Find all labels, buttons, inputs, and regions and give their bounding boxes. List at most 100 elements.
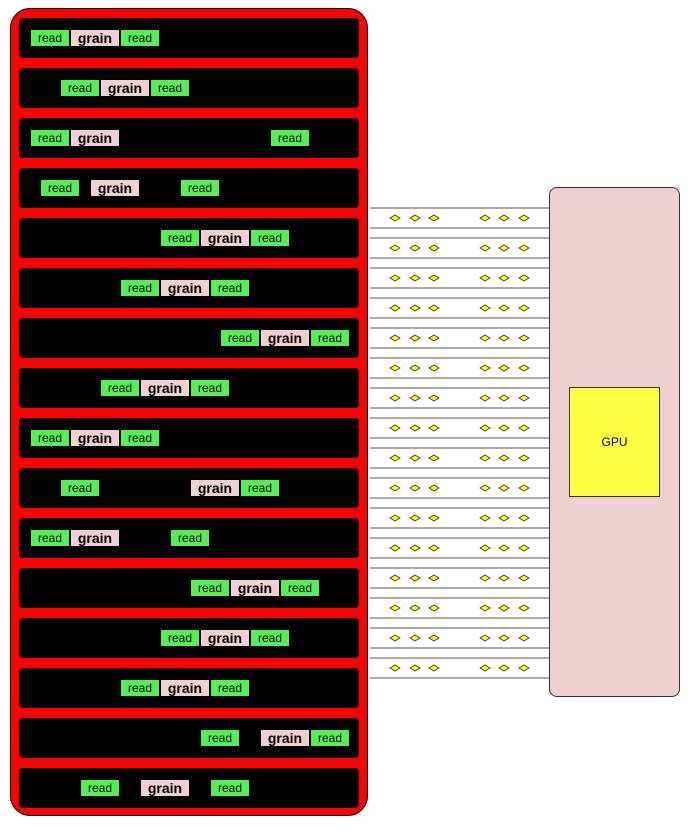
packet-diamond xyxy=(479,574,491,582)
packet-diamond xyxy=(479,334,491,342)
packet-diamond xyxy=(479,664,491,672)
packet-diamond xyxy=(428,244,440,252)
grain-block: grain xyxy=(70,529,120,547)
read-block: read xyxy=(190,379,230,397)
read-block: read xyxy=(240,479,280,497)
packet-diamond xyxy=(518,484,530,492)
packet-diamond xyxy=(518,514,530,522)
packet-diamond xyxy=(479,544,491,552)
grain-block: grain xyxy=(200,229,250,247)
packet-diamond xyxy=(498,544,510,552)
packet-diamond xyxy=(479,634,491,642)
packet-diamond xyxy=(479,484,491,492)
packet-diamond xyxy=(389,454,401,462)
packet-diamond xyxy=(479,394,491,402)
packet-diamond xyxy=(518,274,530,282)
packet-diamond xyxy=(428,514,440,522)
packet-diamond xyxy=(409,364,421,372)
packet-diamond xyxy=(389,634,401,642)
packet-diamond xyxy=(518,394,530,402)
read-block: read xyxy=(170,529,210,547)
read-block: read xyxy=(30,29,70,47)
grain-block: grain xyxy=(230,579,280,597)
packet-diamond xyxy=(428,424,440,432)
packet-diamond xyxy=(518,304,530,312)
packet-diamond xyxy=(409,424,421,432)
packet-diamond xyxy=(389,424,401,432)
read-block: read xyxy=(160,629,200,647)
packet-diamond xyxy=(518,664,530,672)
packet-diamond xyxy=(389,544,401,552)
packet-diamond xyxy=(479,454,491,462)
packet-diamond xyxy=(428,214,440,222)
packet-diamond xyxy=(409,664,421,672)
read-block: read xyxy=(190,579,230,597)
packet-diamond xyxy=(498,664,510,672)
packet-diamond xyxy=(498,274,510,282)
read-block: read xyxy=(120,279,160,297)
packet-diamond xyxy=(389,304,401,312)
grain-block: grain xyxy=(140,779,190,797)
packet-diamond xyxy=(409,454,421,462)
packet-diamond xyxy=(409,544,421,552)
grain-block: grain xyxy=(70,429,120,447)
packet-diamond xyxy=(518,574,530,582)
grain-block: grain xyxy=(160,279,210,297)
grain-block: grain xyxy=(100,79,150,97)
read-block: read xyxy=(270,129,310,147)
packet-diamond xyxy=(389,394,401,402)
packet-diamond xyxy=(409,394,421,402)
packet-diamond xyxy=(498,574,510,582)
packet-diamond xyxy=(518,244,530,252)
read-block: read xyxy=(210,679,250,697)
packet-diamond xyxy=(498,214,510,222)
packet-diamond xyxy=(498,634,510,642)
packet-diamond xyxy=(409,634,421,642)
grain-block: grain xyxy=(140,379,190,397)
packet-diamond xyxy=(409,334,421,342)
packet-diamond xyxy=(428,574,440,582)
read-block: read xyxy=(250,629,290,647)
read-block: read xyxy=(160,229,200,247)
packet-diamond xyxy=(498,424,510,432)
packet-diamond xyxy=(498,304,510,312)
packet-diamond xyxy=(428,394,440,402)
grain-block: grain xyxy=(190,479,240,497)
packet-diamond xyxy=(479,304,491,312)
grain-block: grain xyxy=(160,679,210,697)
packet-diamond xyxy=(479,214,491,222)
read-block: read xyxy=(150,79,190,97)
read-block: read xyxy=(220,329,260,347)
packet-diamond xyxy=(498,334,510,342)
read-block: read xyxy=(210,279,250,297)
read-block: read xyxy=(60,79,100,97)
packet-diamond xyxy=(518,214,530,222)
read-block: read xyxy=(30,429,70,447)
packet-diamond xyxy=(479,274,491,282)
read-block: read xyxy=(120,429,160,447)
packet-diamond xyxy=(389,604,401,612)
read-block: read xyxy=(280,579,320,597)
packet-diamond xyxy=(518,364,530,372)
packet-diamond xyxy=(428,274,440,282)
packet-diamond xyxy=(518,544,530,552)
packet-diamond xyxy=(498,514,510,522)
packet-diamond xyxy=(389,364,401,372)
packet-diamond xyxy=(428,364,440,372)
packet-diamond xyxy=(498,454,510,462)
packet-diamond xyxy=(409,514,421,522)
packet-diamond xyxy=(409,604,421,612)
packet-diamond xyxy=(428,454,440,462)
